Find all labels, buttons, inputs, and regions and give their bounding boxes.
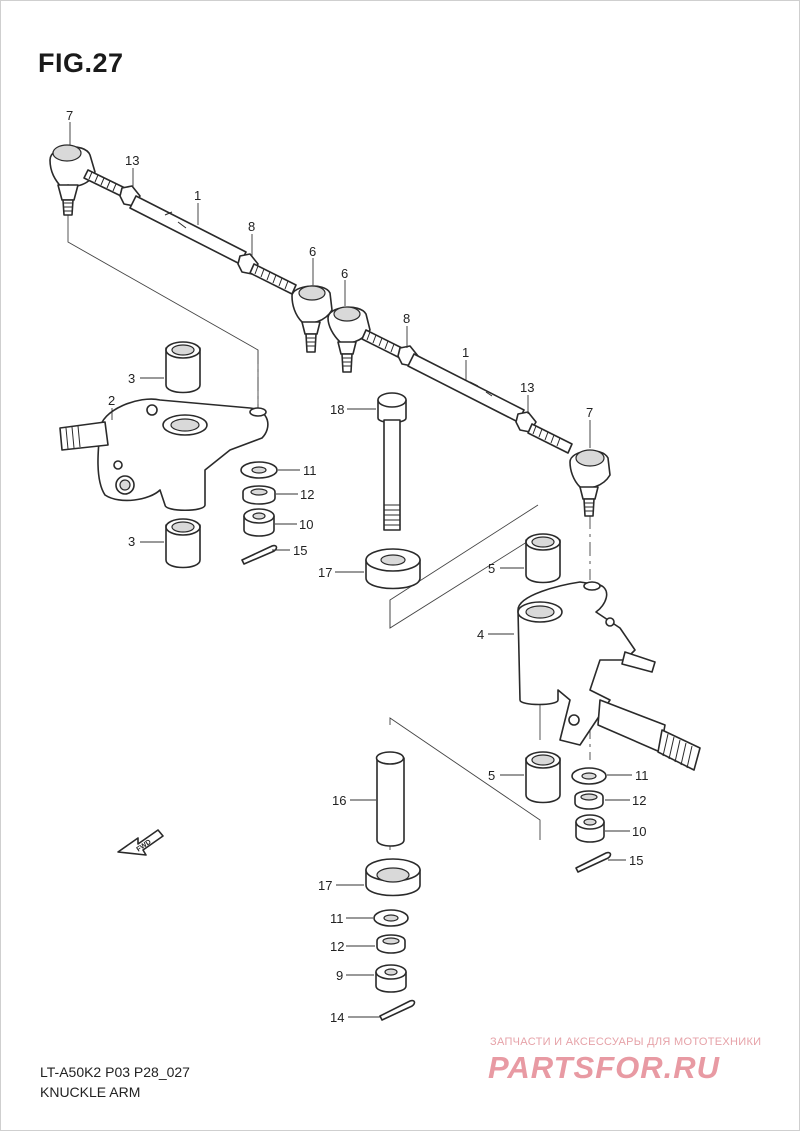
callout-washer-11-left: 11 xyxy=(303,463,317,478)
callout-lock-washer-12-right: 12 xyxy=(632,793,646,808)
callout-spacer-17-upper: 17 xyxy=(318,565,332,580)
figure-title: FIG.27 xyxy=(38,48,124,78)
cotter-pin-14 xyxy=(379,999,416,1021)
callout-cotter-pin-15-right: 15 xyxy=(629,853,643,868)
tie-rod-end-right xyxy=(569,449,611,517)
callout-labels: 7 13 1 8 6 6 8 1 13 7 3 2 11 12 10 3 15 … xyxy=(66,108,649,1025)
washer-11-center xyxy=(373,909,409,927)
callout-lock-nut-upper: 13 xyxy=(125,153,139,168)
washer-11-right xyxy=(571,767,607,785)
callout-nut-8-lower: 8 xyxy=(403,311,410,326)
spacer-17-upper xyxy=(365,548,421,590)
callout-cotter-pin-14: 14 xyxy=(330,1010,344,1025)
cotter-pin-15-right xyxy=(575,851,612,873)
callout-castle-nut-10-left: 10 xyxy=(299,517,313,532)
knuckle-right xyxy=(517,581,701,771)
callout-tie-rod-upper: 1 xyxy=(194,188,201,203)
cotter-pin-15-left xyxy=(241,544,278,565)
callout-spacer-17-lower: 17 xyxy=(318,878,332,893)
callout-tie-rod-end-inner-upper: 6 xyxy=(309,244,316,259)
callout-bushing-5-lower: 5 xyxy=(488,768,495,783)
tie-rod-tube-upper xyxy=(129,195,247,265)
callout-pivot-shaft-16: 16 xyxy=(332,793,346,808)
callout-bushing-3-upper: 3 xyxy=(128,371,135,386)
callout-lock-washer-12-left: 12 xyxy=(300,487,314,502)
callout-knuckle-left: 2 xyxy=(108,393,115,408)
bolt-18 xyxy=(377,392,407,531)
spacer-17-lower xyxy=(365,858,421,897)
figure-caption: KNUCKLE ARM xyxy=(40,1084,141,1100)
lock-washer-12-center xyxy=(376,934,406,954)
tie-rod-end-inner-upper xyxy=(291,285,333,353)
bushing-5-lower xyxy=(525,751,561,804)
callout-leaders xyxy=(69,122,632,1018)
knuckle-left xyxy=(59,398,269,512)
forward-direction-arrow-icon: FWD xyxy=(117,829,164,856)
callout-tie-rod-end-right: 7 xyxy=(586,405,593,420)
washer-11-left xyxy=(240,461,278,479)
callout-bushing-5-upper: 5 xyxy=(488,561,495,576)
callout-castle-nut-10-right: 10 xyxy=(632,824,646,839)
callout-castle-nut-9: 9 xyxy=(336,968,343,983)
bushing-5-upper xyxy=(525,533,561,584)
callout-cotter-pin-15-left: 15 xyxy=(293,543,307,558)
bushing-3-upper xyxy=(165,341,201,394)
lock-washer-12-left xyxy=(242,485,276,505)
callout-nut-8-upper: 8 xyxy=(248,219,255,234)
bushing-3-lower xyxy=(165,518,201,569)
pivot-shaft-16 xyxy=(375,751,405,847)
tie-rod-end-left xyxy=(49,144,126,216)
callout-lock-washer-12-center: 12 xyxy=(330,939,344,954)
lock-washer-12-right xyxy=(574,790,604,810)
model-code: LT-A50K2 P03 P28_027 xyxy=(40,1064,190,1080)
watermark-tagline: ЗАПЧАСТИ И АКСЕССУАРЫ ДЛЯ МОТОТЕХНИКИ xyxy=(490,1036,762,1048)
watermark-logo: PARTSFOR.RU xyxy=(488,1050,721,1085)
castle-nut-9 xyxy=(375,964,407,993)
tie-rod-upper xyxy=(49,144,333,353)
tie-rod-end-inner-lower xyxy=(327,306,371,373)
castle-nut-10-left xyxy=(243,508,275,537)
callout-lock-nut-lower: 13 xyxy=(520,380,534,395)
callout-tie-rod-end-inner-lower: 6 xyxy=(341,266,348,281)
callout-washer-11-right: 11 xyxy=(635,768,649,783)
castle-nut-10-right xyxy=(575,814,605,843)
callout-tie-rod-end-left: 7 xyxy=(66,108,73,123)
callout-bushing-3-lower: 3 xyxy=(128,534,135,549)
callout-tie-rod-lower: 1 xyxy=(462,345,469,360)
callout-bolt-18: 18 xyxy=(330,402,344,417)
callout-knuckle-right: 4 xyxy=(477,627,484,642)
tie-rod-lower xyxy=(327,306,611,517)
callout-washer-11-center: 11 xyxy=(330,911,344,926)
